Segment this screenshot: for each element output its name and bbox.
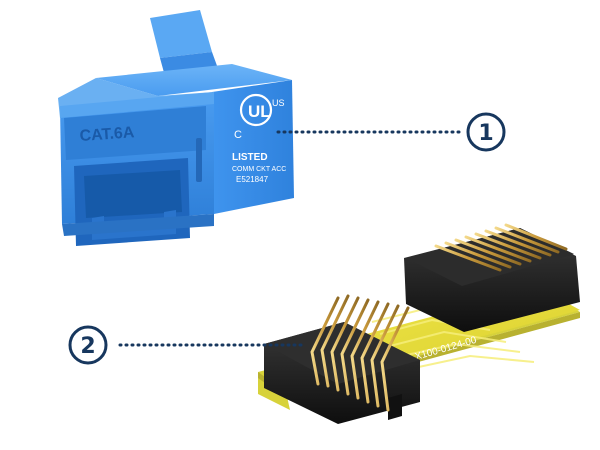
ul-c-mark: C (234, 129, 242, 141)
ul-mark-text: UL (248, 102, 271, 121)
pins-left (310, 294, 410, 412)
jack-category-label: CAT.6A (79, 124, 135, 145)
jack-top-face (96, 64, 292, 96)
pins-right (434, 223, 568, 272)
keystone-jack: CAT.6A UL C US LISTED COMM CKT ACC E5218… (58, 10, 294, 246)
callout-2: 2 (68, 325, 308, 365)
jack-groove (196, 138, 202, 182)
connector-foot (388, 394, 402, 420)
ul-circle (239, 93, 273, 127)
rj45-port-inner (84, 170, 182, 218)
ul-listed-text: LISTED (232, 152, 268, 163)
callout-1-number: 1 (478, 121, 493, 146)
ul-certification-mark: UL C US LISTED COMM CKT ACC E521847 (232, 93, 286, 184)
callout-2-circle (68, 325, 108, 365)
callout-2-number: 2 (80, 334, 95, 359)
callout-1: 1 (276, 112, 506, 152)
jack-latch (150, 10, 212, 58)
jack-label-recess (64, 106, 206, 160)
jack-side-face (212, 80, 294, 214)
pcb-adapter: X100-0124-00 (258, 223, 580, 424)
ul-line1-text: COMM CKT ACC (232, 166, 286, 173)
callout-1-circle (466, 112, 506, 152)
ul-us-mark: US (272, 98, 285, 108)
ul-line2-text: E521847 (236, 175, 269, 184)
jack-bottom-edge (62, 214, 214, 236)
jack-bevel (58, 78, 214, 118)
